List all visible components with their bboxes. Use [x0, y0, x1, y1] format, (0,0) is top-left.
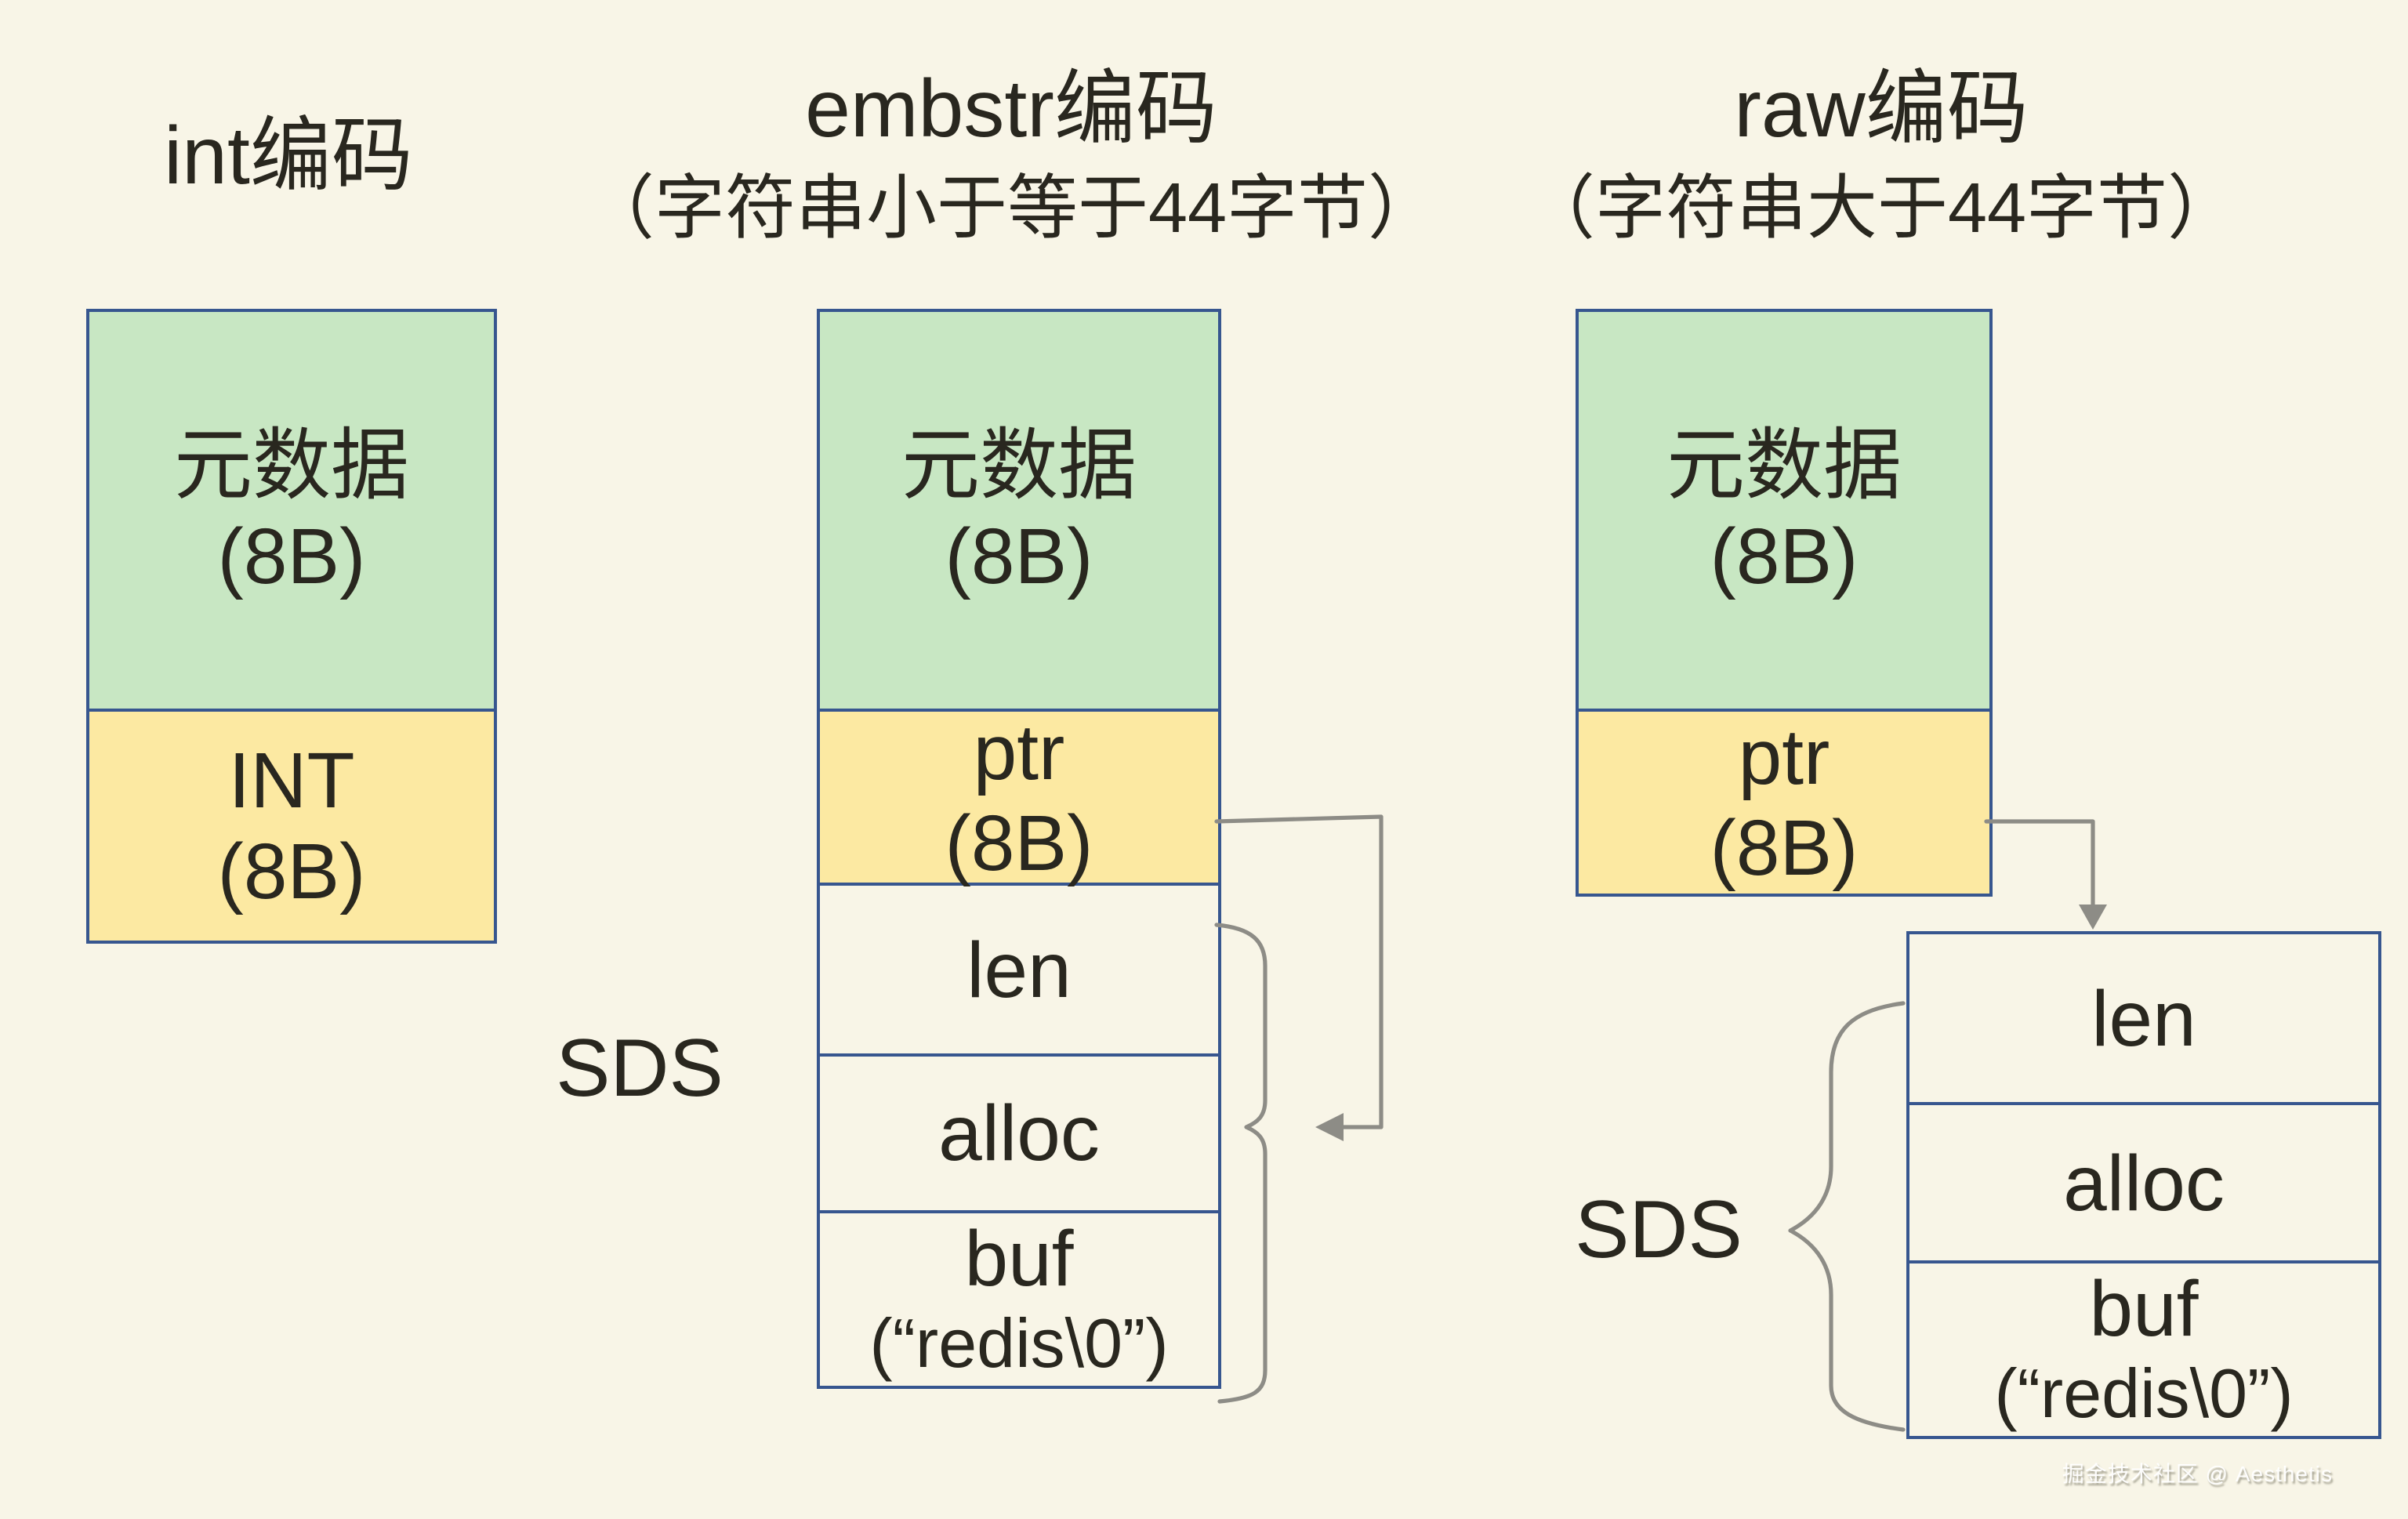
raw-buf-cell: buf (“redis\0”) [1909, 1260, 2378, 1436]
metadata-label: 元数据 [901, 421, 1137, 509]
embstr-ptr-cell: ptr (8B) [820, 708, 1218, 886]
raw-ptr-arrowhead [2079, 905, 2107, 930]
metadata-size: (8B) [217, 512, 366, 600]
embstr-len-cell: len [820, 883, 1218, 1053]
metadata-label: 元数据 [174, 421, 409, 509]
embstr-ptr-arrow [1214, 814, 1384, 1129]
buf-value: (“redis\0”) [1994, 1356, 2294, 1434]
embstr-alloc-cell: alloc [820, 1053, 1218, 1210]
embstr-buf-cell: buf (“redis\0”) [820, 1210, 1218, 1386]
len-label: len [966, 926, 1072, 1013]
ptr-label: ptr [973, 708, 1065, 796]
embstr-ptr-arrowhead [1315, 1113, 1344, 1141]
int-encoding-box: 元数据 (8B) INT (8B) [86, 309, 497, 944]
raw-encoding-title: raw编码 （字符串大于44字节） [1427, 60, 2336, 257]
raw-encoding-box: 元数据 (8B) ptr (8B) [1576, 309, 1993, 897]
raw-len-cell: len [1909, 934, 2378, 1102]
len-label: len [2091, 974, 2196, 1062]
embstr-encoding-title: embstr编码 （字符串小于等于44字节） [517, 60, 1505, 257]
int-encoding-title: int编码 [53, 107, 524, 207]
watermark: 掘金技术社区 @ Aesthetis [2062, 1461, 2333, 1486]
raw-title-text: raw编码 [1734, 64, 2029, 155]
metadata-label: 元数据 [1666, 421, 1902, 509]
embstr-subtitle-text: （字符串小于等于44字节） [583, 168, 1439, 248]
raw-subtitle-text: （字符串大于44字节） [1524, 168, 2239, 248]
int-metadata-cell: 元数据 (8B) [89, 312, 494, 709]
embstr-title-text: embstr编码 [805, 64, 1217, 155]
raw-ptr-arrow [1984, 819, 2095, 908]
embstr-sds-brace [1214, 923, 1267, 1404]
raw-sds-box: len alloc buf (“redis\0”) [1906, 931, 2381, 1439]
metadata-size: (8B) [945, 512, 1093, 600]
buf-label: buf [2089, 1265, 2199, 1354]
embstr-sds-label: SDS [556, 1024, 723, 1115]
alloc-label: alloc [938, 1089, 1100, 1177]
embstr-metadata-cell: 元数据 (8B) [820, 312, 1218, 709]
buf-label: buf [964, 1215, 1074, 1303]
metadata-size: (8B) [1710, 512, 1859, 600]
raw-alloc-cell: alloc [1909, 1102, 2378, 1260]
ptr-label: ptr [1738, 713, 1830, 801]
ptr-size: (8B) [1710, 804, 1859, 892]
buf-value: (“redis\0”) [869, 1306, 1169, 1383]
int-value-cell: INT (8B) [89, 709, 494, 941]
alloc-label: alloc [2063, 1139, 2225, 1227]
int-size: (8B) [217, 828, 366, 915]
int-title-text: int编码 [164, 111, 413, 202]
raw-metadata-cell: 元数据 (8B) [1579, 312, 1989, 709]
raw-sds-brace [1788, 1001, 1906, 1432]
ptr-size: (8B) [945, 799, 1093, 886]
raw-ptr-cell: ptr (8B) [1579, 709, 1989, 894]
embstr-encoding-box: 元数据 (8B) ptr (8B) len alloc buf (“redis\… [817, 309, 1221, 1389]
int-label: INT [228, 737, 355, 825]
raw-sds-label: SDS [1575, 1185, 1743, 1276]
